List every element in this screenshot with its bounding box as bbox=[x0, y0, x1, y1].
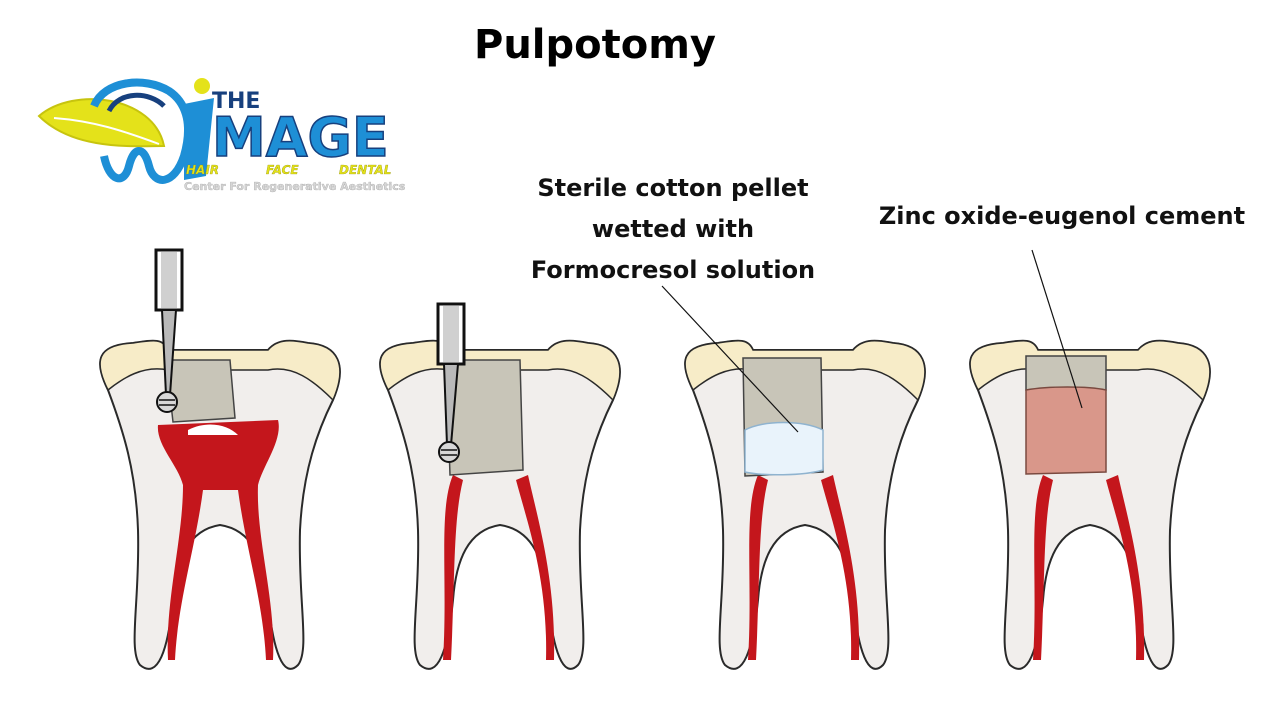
logo-i-dot bbox=[194, 78, 210, 94]
cotton-pellet-label: Sterile cotton pellet wetted with Formoc… bbox=[518, 168, 828, 291]
clinic-logo: THE MAGE HAIR FACE DENTAL Center For Reg… bbox=[37, 78, 406, 193]
tooth-swoosh-icon bbox=[90, 78, 192, 184]
stage-zoe-cement bbox=[969, 339, 1211, 670]
stage-access-opening bbox=[99, 248, 341, 670]
dental-bur-icon bbox=[154, 248, 184, 413]
dental-bur-icon bbox=[436, 302, 466, 463]
page-title: Pulpotomy bbox=[474, 22, 716, 68]
logo-service-face: FACE bbox=[266, 163, 299, 177]
logo-tagline: Center For Regenerative Aesthetics bbox=[184, 180, 406, 193]
root-canals bbox=[1033, 475, 1145, 660]
cavity-opening bbox=[165, 359, 236, 423]
logo-the: THE bbox=[212, 89, 260, 114]
cotton-pellet bbox=[744, 421, 824, 476]
logo-mage: MAGE bbox=[212, 106, 389, 169]
root-canals bbox=[748, 475, 860, 660]
logo-service-hair: HAIR bbox=[186, 163, 219, 177]
zoe-cement-fill bbox=[1025, 386, 1107, 475]
logo-service-dental: DENTAL bbox=[339, 163, 391, 177]
top-restoration bbox=[1025, 355, 1107, 391]
cotton-pellet-label-line1: Sterile cotton pellet bbox=[537, 174, 809, 202]
cotton-pellet-label-line2: wetted with bbox=[591, 215, 755, 243]
zoe-cement-label: Zinc oxide-eugenol cement bbox=[878, 202, 1246, 230]
root-canals bbox=[443, 475, 555, 660]
stage-pulp-removal bbox=[379, 302, 621, 670]
stage-formocresol-pellet bbox=[684, 339, 926, 670]
cotton-pellet-label-line3: Formocresol solution bbox=[530, 256, 816, 284]
pulp-tissue bbox=[157, 420, 279, 660]
